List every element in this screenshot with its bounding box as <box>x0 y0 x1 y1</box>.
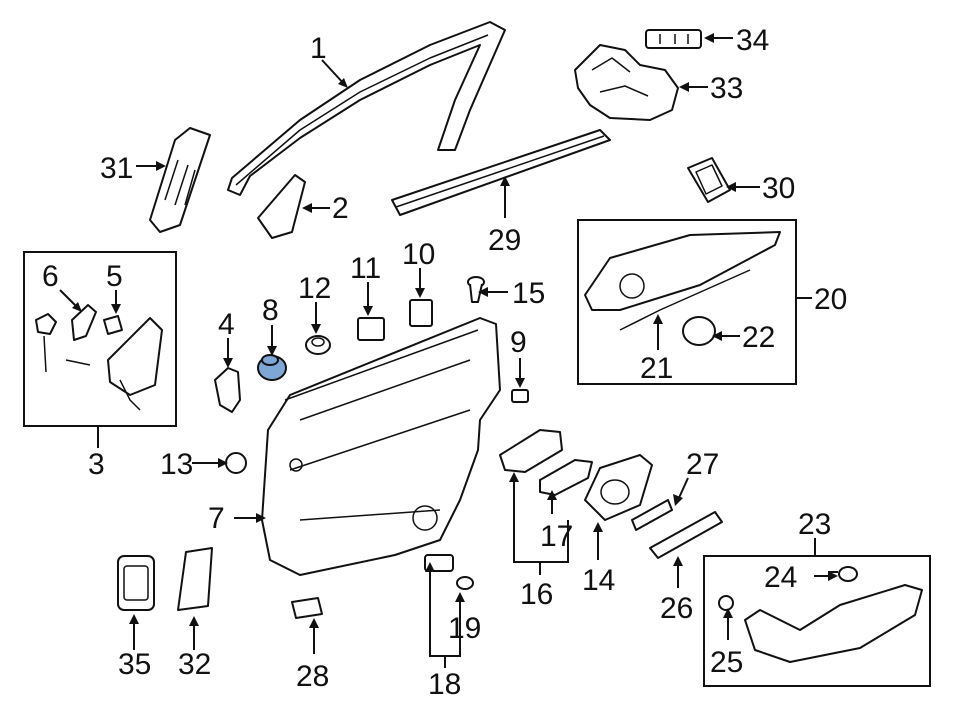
group-box-3 <box>23 251 177 427</box>
part-clip-10 <box>409 299 433 327</box>
callout-30: 30 <box>762 172 795 205</box>
callout-11: 11 <box>350 252 381 285</box>
callout-31: 31 <box>100 152 133 185</box>
part-clip-11 <box>357 317 385 341</box>
part-armrest <box>744 584 923 663</box>
part-clip-19 <box>456 576 474 590</box>
callout-labels: 1 2 3 4 5 6 7 8 9 10 11 12 13 14 15 16 1… <box>42 24 847 701</box>
part-switch-panel-35 <box>117 555 155 611</box>
callout-18: 18 <box>428 668 461 701</box>
callout-16: 16 <box>520 578 553 611</box>
leader-arrowheads <box>72 33 838 628</box>
callout-15: 15 <box>512 277 545 310</box>
part-nut-25 <box>718 595 734 611</box>
callout-13: 13 <box>160 448 193 481</box>
callout-8: 8 <box>262 294 279 327</box>
part-speaker-grille <box>584 454 653 521</box>
callout-9: 9 <box>510 326 527 359</box>
callout-32: 32 <box>178 648 211 681</box>
part-handle-bezel-17 <box>539 459 593 496</box>
part-plug <box>225 452 247 474</box>
callout-27: 27 <box>686 448 719 481</box>
part-upper-trim-panel <box>584 231 781 331</box>
callout-6: 6 <box>42 260 59 293</box>
callout-3: 3 <box>88 448 105 481</box>
part-speaker-housing-set <box>35 304 163 411</box>
part-corner-trim <box>257 174 306 239</box>
part-screw-15 <box>467 276 485 303</box>
callout-20: 20 <box>814 283 847 316</box>
callout-28: 28 <box>296 660 329 693</box>
group-box-20 <box>577 219 797 385</box>
part-bracket <box>214 367 241 413</box>
part-door-trim-panel <box>261 317 501 576</box>
part-switch-panel-32 <box>177 547 213 611</box>
part-push-clip <box>305 335 331 355</box>
callout-21: 21 <box>640 352 673 385</box>
callout-17: 17 <box>540 520 573 553</box>
callout-22: 22 <box>742 321 775 354</box>
part-fastener-highlighted <box>257 354 287 381</box>
part-trim-strip-26 <box>649 511 723 559</box>
callout-23: 23 <box>798 508 831 541</box>
callout-14: 14 <box>582 564 615 597</box>
callout-25: 25 <box>710 646 743 679</box>
callout-34: 34 <box>736 24 769 57</box>
part-switch-small <box>645 29 702 49</box>
part-window-switch-large <box>149 127 211 233</box>
callout-35: 35 <box>118 648 151 681</box>
callout-12: 12 <box>298 272 331 305</box>
callout-7: 7 <box>208 502 225 535</box>
callout-26: 26 <box>660 592 693 625</box>
callout-24: 24 <box>764 561 797 594</box>
part-bolt-24 <box>828 566 858 582</box>
part-speaker-ring <box>682 316 716 346</box>
callout-29: 29 <box>488 224 521 257</box>
part-switch-28 <box>291 597 323 619</box>
part-window-frame-molding <box>227 21 506 196</box>
callout-33: 33 <box>710 72 743 105</box>
part-switch-bezel <box>687 157 731 203</box>
callout-10: 10 <box>402 238 435 271</box>
part-belt-weatherstrip <box>391 129 611 216</box>
part-seat-switch-cluster <box>574 44 679 121</box>
callout-1: 1 <box>310 32 327 65</box>
callout-4: 4 <box>218 308 235 341</box>
part-switch-27 <box>631 499 673 531</box>
callout-5: 5 <box>106 260 123 293</box>
callout-2: 2 <box>332 192 349 225</box>
part-clip-9 <box>511 389 529 403</box>
group-box-23 <box>703 555 931 687</box>
callout-19: 19 <box>448 612 481 645</box>
part-handle-bezel-16 <box>499 429 563 473</box>
